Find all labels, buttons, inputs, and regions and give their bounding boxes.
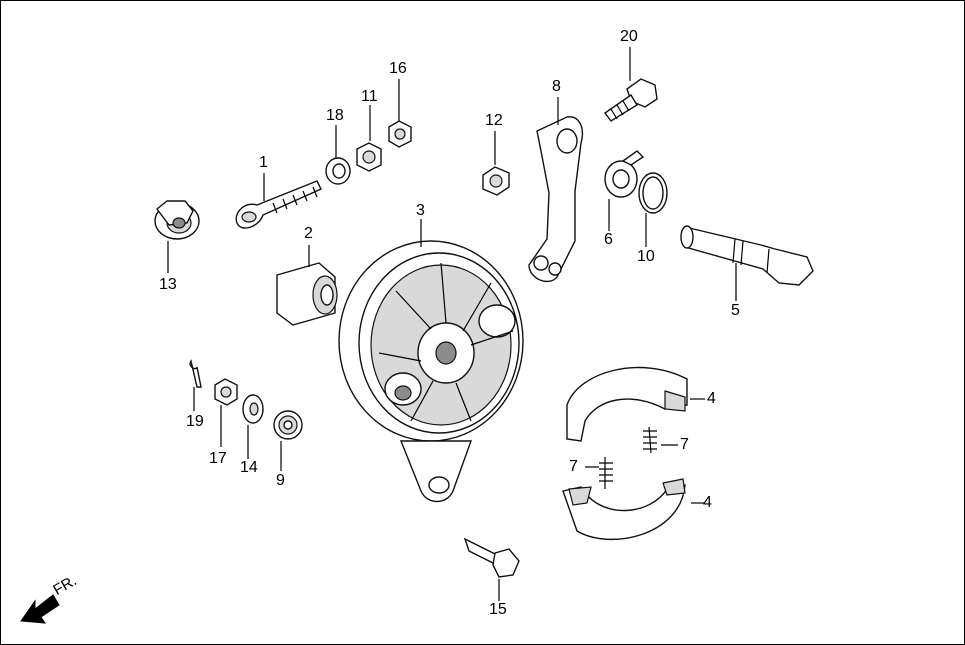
callout-2: 2 bbox=[304, 225, 313, 242]
part-14-washer bbox=[242, 394, 264, 424]
part-18-washer bbox=[325, 157, 351, 185]
part-2-collar bbox=[276, 262, 338, 326]
part-8-brake-arm bbox=[528, 116, 584, 283]
part-3-brake-panel bbox=[338, 240, 524, 503]
part-13-flange-nut bbox=[154, 200, 200, 240]
part-16-nut bbox=[388, 120, 412, 148]
callout-16: 16 bbox=[389, 60, 407, 77]
front-direction-arrow-icon bbox=[20, 594, 60, 624]
callout-18: 18 bbox=[326, 107, 344, 124]
callout-15: 15 bbox=[489, 601, 507, 618]
callout-1: 1 bbox=[259, 154, 268, 171]
callout-7-upper: 7 bbox=[680, 436, 689, 453]
part-5-brake-cam bbox=[680, 225, 814, 286]
part-7-spring-upper bbox=[643, 426, 657, 454]
part-7-spring-lower bbox=[599, 457, 613, 489]
part-12-flange-nut bbox=[482, 166, 510, 196]
callout-7-lower: 7 bbox=[569, 458, 578, 475]
part-15-bolt bbox=[463, 537, 520, 578]
callout-4-upper: 4 bbox=[707, 390, 716, 407]
callout-11: 11 bbox=[361, 88, 378, 105]
callout-3: 3 bbox=[416, 202, 425, 219]
callout-17: 17 bbox=[209, 450, 227, 467]
part-20-bolt bbox=[604, 78, 658, 122]
part-19-cotter-pin bbox=[189, 359, 202, 388]
leader-lines bbox=[167, 47, 737, 601]
callout-10: 10 bbox=[637, 248, 655, 265]
part-11-nut bbox=[356, 142, 382, 172]
part-10-o-ring bbox=[638, 172, 668, 214]
part-9-bearing bbox=[273, 410, 303, 440]
part-6-lock-washer bbox=[604, 150, 645, 198]
callout-13: 13 bbox=[159, 276, 177, 293]
callout-20: 20 bbox=[620, 28, 638, 45]
callout-4-lower: 4 bbox=[703, 494, 712, 511]
callout-9: 9 bbox=[276, 472, 285, 489]
callout-5: 5 bbox=[731, 302, 740, 319]
callout-12: 12 bbox=[485, 112, 503, 129]
callout-6: 6 bbox=[604, 231, 613, 248]
part-1-adjuster-bolt bbox=[235, 180, 322, 229]
callout-8: 8 bbox=[552, 78, 561, 95]
part-17-nut bbox=[214, 378, 238, 406]
callout-14: 14 bbox=[240, 459, 258, 476]
part-4-brake-shoe-upper bbox=[566, 366, 688, 442]
callout-19: 19 bbox=[186, 413, 204, 430]
part-4-brake-shoe-lower bbox=[562, 478, 686, 540]
